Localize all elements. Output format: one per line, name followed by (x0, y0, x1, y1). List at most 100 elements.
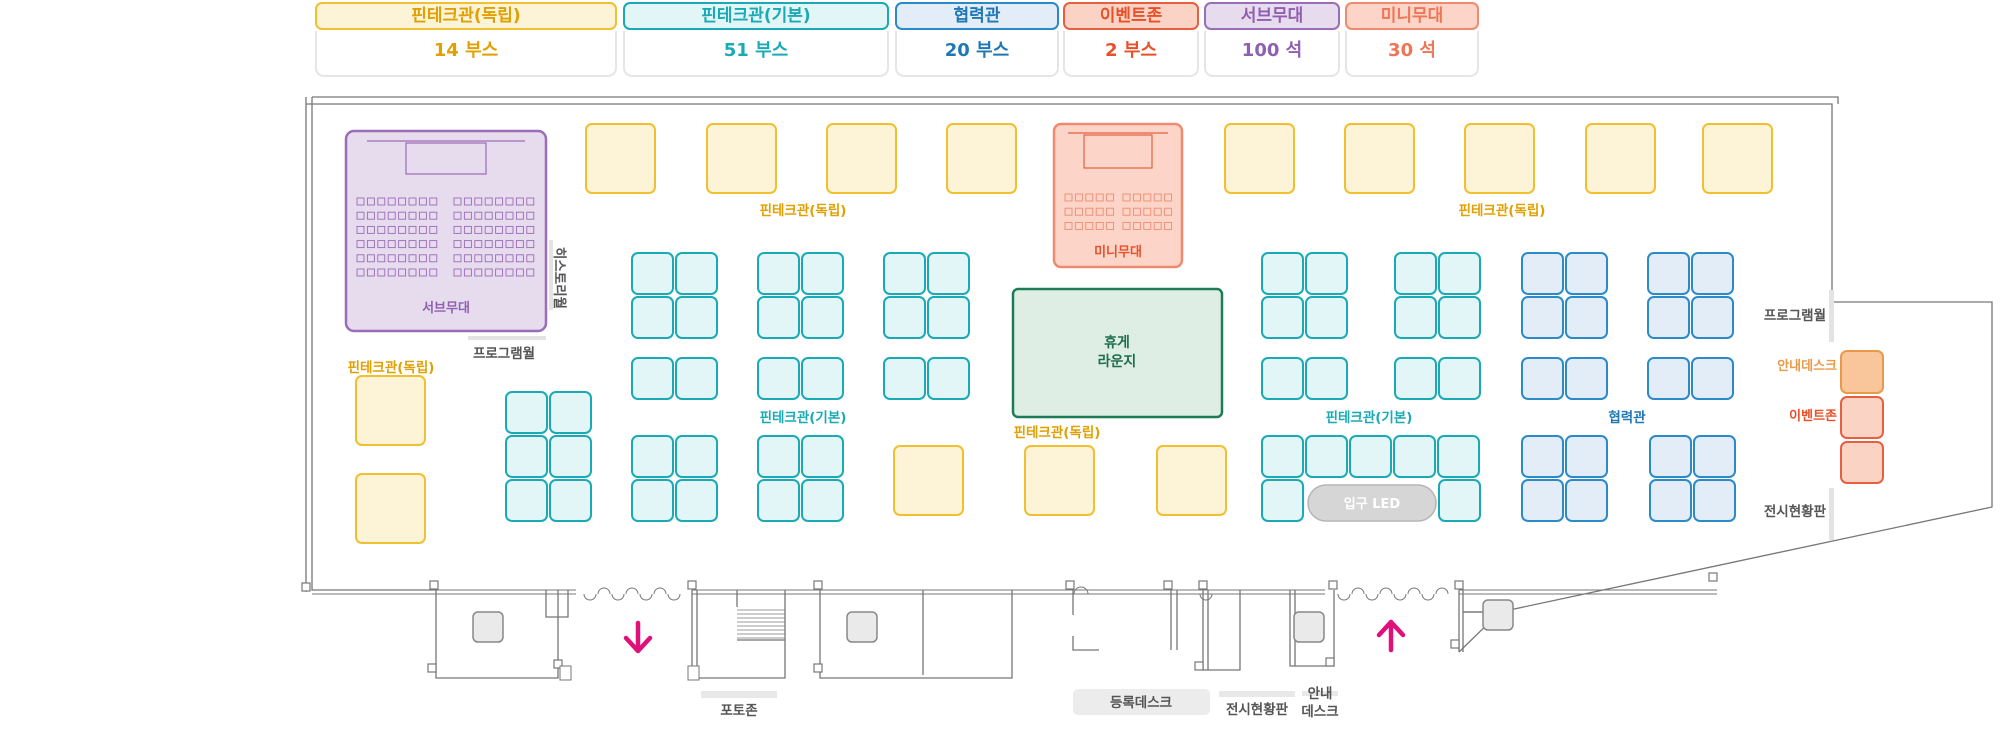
seat (526, 254, 535, 263)
seat (463, 197, 472, 206)
wall-segment (1072, 590, 1099, 651)
seat (387, 254, 396, 263)
pillar (553, 659, 563, 669)
lounge-label-line2: 라운지 (1098, 354, 1137, 370)
seat (1122, 207, 1131, 216)
booth-fintech-basic (631, 479, 674, 522)
wall-segment (1202, 590, 1241, 671)
sub-stage-label: 서브무대 (422, 301, 470, 316)
booth-fintech-basic (1305, 252, 1348, 295)
door-swing (1421, 593, 1435, 601)
pillar (1325, 657, 1335, 667)
seat (408, 225, 417, 234)
pillar (429, 580, 439, 590)
booth-fintech-independent (826, 123, 897, 194)
seat (1143, 193, 1152, 202)
booth-fintech-basic (1438, 479, 1481, 522)
booth-layer (355, 123, 1884, 544)
booth-fintech-basic (801, 479, 844, 522)
booth-fintech-basic (1261, 357, 1304, 400)
booth-fintech-independent (355, 473, 426, 544)
sub-stage-area (344, 129, 548, 333)
seat (1132, 207, 1141, 216)
booth-cooperation (1693, 479, 1736, 522)
booth-cooperation (1521, 252, 1564, 295)
seat (515, 211, 524, 220)
door-swing (597, 587, 611, 595)
seat (505, 211, 514, 220)
labels: 핀테크관(독립) 핀테크관(독립) 핀테크관(독립) 핀테크관(독립) 핀테크관… (348, 202, 1837, 720)
seat (1143, 221, 1152, 230)
seat (366, 211, 375, 220)
seat (356, 225, 365, 234)
booth-cooperation (1521, 296, 1564, 339)
booth-cooperation (1649, 479, 1692, 522)
small-box (559, 665, 572, 681)
registration-desk-bar (1073, 689, 1210, 715)
utility-box (472, 611, 504, 643)
seat (418, 225, 427, 234)
door-swing (611, 593, 625, 601)
seat (387, 197, 396, 206)
seat (377, 225, 386, 234)
seat (474, 254, 483, 263)
seat (377, 268, 386, 277)
pillar (1708, 572, 1718, 582)
seat (1143, 207, 1152, 216)
door-swing (583, 593, 597, 601)
seat (429, 268, 438, 277)
zone-label-basic-left: 핀테크관(기본) (760, 409, 847, 426)
seat (429, 240, 438, 249)
pillar (427, 663, 437, 673)
seat (526, 211, 535, 220)
seat (366, 225, 375, 234)
seat (366, 197, 375, 206)
booth-fintech-independent (893, 445, 964, 516)
booth-fintech-basic (1261, 296, 1304, 339)
booth-fintech-basic (927, 252, 970, 295)
seat (1064, 193, 1073, 202)
booth-fintech-basic (1394, 357, 1437, 400)
seat (356, 197, 365, 206)
zone-label-basic-right: 핀테크관(기본) (1326, 409, 1413, 426)
seat (1085, 221, 1094, 230)
booth-cooperation (1649, 435, 1692, 478)
booth-fintech-basic (505, 391, 548, 434)
seat (418, 211, 427, 220)
mini-stage: 미니무대 (1052, 122, 1184, 269)
booth-fintech-basic (631, 357, 674, 400)
seat (398, 225, 407, 234)
seat (474, 240, 483, 249)
seat (1106, 207, 1115, 216)
seat (377, 254, 386, 263)
seat (387, 240, 396, 249)
utility-box (1482, 599, 1514, 631)
seat (463, 211, 472, 220)
sub-stage-seats (356, 197, 535, 277)
seat (526, 240, 535, 249)
door-swing (1407, 587, 1421, 595)
booth-fintech-basic (675, 252, 718, 295)
booth-fintech-basic (1305, 357, 1348, 400)
seat (398, 254, 407, 263)
legend-sub-stage: 서브무대 100 석 (1204, 2, 1340, 77)
door-swing (1365, 593, 1379, 601)
zone-label-independent-left: 핀테크관(독립) (348, 359, 435, 376)
booth-fintech-independent (706, 123, 777, 194)
door-swing (1435, 587, 1449, 595)
booth-fintech-independent (1344, 123, 1415, 194)
seat (387, 211, 396, 220)
booth-fintech-basic (1394, 296, 1437, 339)
lounge-label-line1: 휴게 (1104, 335, 1130, 351)
seat (505, 240, 514, 249)
seat (387, 268, 396, 277)
booth-fintech-basic (505, 435, 548, 478)
seat (463, 254, 472, 263)
seat (366, 254, 375, 263)
seat (429, 225, 438, 234)
info-desk-bottom-label-line1: 안내 (1308, 685, 1333, 702)
seat (515, 240, 524, 249)
seat (484, 240, 493, 249)
booth-fintech-independent (1702, 123, 1773, 194)
